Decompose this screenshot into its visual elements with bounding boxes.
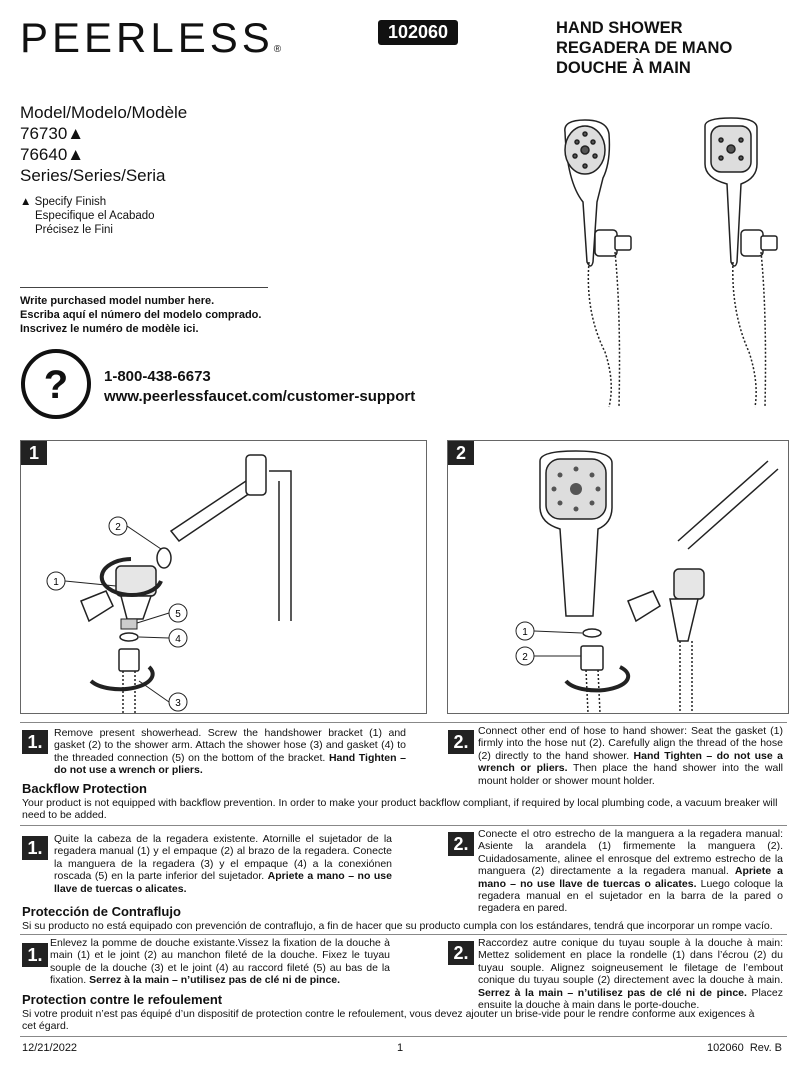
footer-date: 12/21/2022 <box>22 1042 78 1054</box>
write-model-note: Write purchased model number here. Escri… <box>20 294 261 336</box>
model-write-line <box>20 287 268 288</box>
en-step2-number: 2. <box>448 730 474 754</box>
hand-shower-76640-drawing <box>704 117 778 408</box>
es-step2-text: Conecte el otro estrecho de la manguera … <box>478 828 783 915</box>
finish-en: ▲ Specify Finish <box>20 196 107 208</box>
step1-panel-number: 1 <box>21 441 47 465</box>
series-label: Series/Series/Seria <box>20 166 166 185</box>
fr-step1-number: 1. <box>22 943 48 967</box>
step1-illustration: 1 2 3 4 5 <box>46 454 292 713</box>
step2-illustration: 1 2 <box>515 450 779 714</box>
write-model-fr: Inscrivez le numéro de modèle ici. <box>20 323 199 335</box>
es-step1-number: 1. <box>22 836 48 860</box>
title-fr: DOUCHE À MAIN <box>556 59 691 77</box>
p1-callout-4: 4 <box>175 634 181 645</box>
fr-backflow-heading: Protection contre le refoulement <box>22 992 223 1007</box>
svg-text:?: ? <box>44 363 68 407</box>
p2-callout-1: 1 <box>522 627 528 638</box>
fr-step2-text: Raccordez autre conique du tuyau souple … <box>478 937 783 1012</box>
document-title: HAND SHOWER REGADERA DE MANO DOUCHE À MA… <box>556 18 732 78</box>
en-step2-text: Connect other end of hose to hand shower… <box>478 725 783 787</box>
write-model-es: Escriba aquí el número del modelo compra… <box>20 309 262 321</box>
footer-doc-revision: 102060 Rev. B <box>707 1042 783 1054</box>
model-label: Model/Modelo/Modèle <box>20 103 188 122</box>
p1-callout-2: 2 <box>115 522 121 533</box>
fr-backflow-text: Si votre produit n’est pas équipé d’un d… <box>22 1008 755 1033</box>
hand-shower-76730-drawing <box>564 119 632 408</box>
p2-callout-2: 2 <box>522 652 528 663</box>
es-step2-number: 2. <box>448 832 474 856</box>
support-phone[interactable]: 1-800-438-6673 <box>104 368 211 385</box>
model-list: Model/Modelo/Modèle 76730▲ 76640▲ Series… <box>20 102 187 186</box>
p1-callout-5: 5 <box>175 609 181 620</box>
english-rule <box>20 722 787 723</box>
en-step1-number: 1. <box>22 730 48 754</box>
es-backflow-heading: Protección de Contraflujo <box>22 904 181 919</box>
step2-panel-number: 2 <box>448 441 474 465</box>
title-es: REGADERA DE MANO <box>556 39 733 57</box>
finish-note: ▲ Specify Finish Especifique el Acabado … <box>20 195 155 237</box>
model-76730: 76730▲ <box>20 124 85 143</box>
p1-callout-3: 3 <box>175 698 181 709</box>
part-number-badge: 102060 <box>378 20 459 45</box>
footer-rule <box>20 1036 787 1037</box>
es-backflow-text: Si su producto no está equipado con prev… <box>22 920 773 932</box>
help-question-icon: ? <box>20 348 92 420</box>
es-step1-text: Quite la cabeza de la regadera existente… <box>54 833 392 895</box>
step2-panel: 2 1 2 <box>447 440 789 714</box>
en-backflow-text: Your product is not equipped with backfl… <box>22 797 778 822</box>
french-rule <box>20 934 787 935</box>
spanish-rule <box>20 825 787 826</box>
support-url[interactable]: www.peerlessfaucet.com/customer-support <box>104 388 416 405</box>
product-illustration <box>564 117 778 408</box>
fr-step1-text: Enlevez la pomme de douche existante.Vis… <box>50 937 390 987</box>
finish-es: Especifique el Acabado <box>35 210 155 222</box>
title-en: HAND SHOWER <box>556 19 683 37</box>
step1-panel: 1 1 2 3 4 5 <box>20 440 427 714</box>
support-contact: 1-800-438-6673 www.peerlessfaucet.com/cu… <box>104 367 415 407</box>
finish-fr: Précisez le Fini <box>35 224 113 236</box>
p1-callout-1: 1 <box>53 577 59 588</box>
fr-step2-number: 2. <box>448 941 474 965</box>
model-76640: 76640▲ <box>20 145 85 164</box>
en-step1-text: Remove present showerhead. Screw the han… <box>54 727 406 777</box>
en-backflow-heading: Backflow Protection <box>22 781 147 796</box>
brand-logo: PEERLESS® <box>20 14 282 61</box>
footer-page-number: 1 <box>397 1042 404 1054</box>
write-model-en: Write purchased model number here. <box>20 295 215 307</box>
